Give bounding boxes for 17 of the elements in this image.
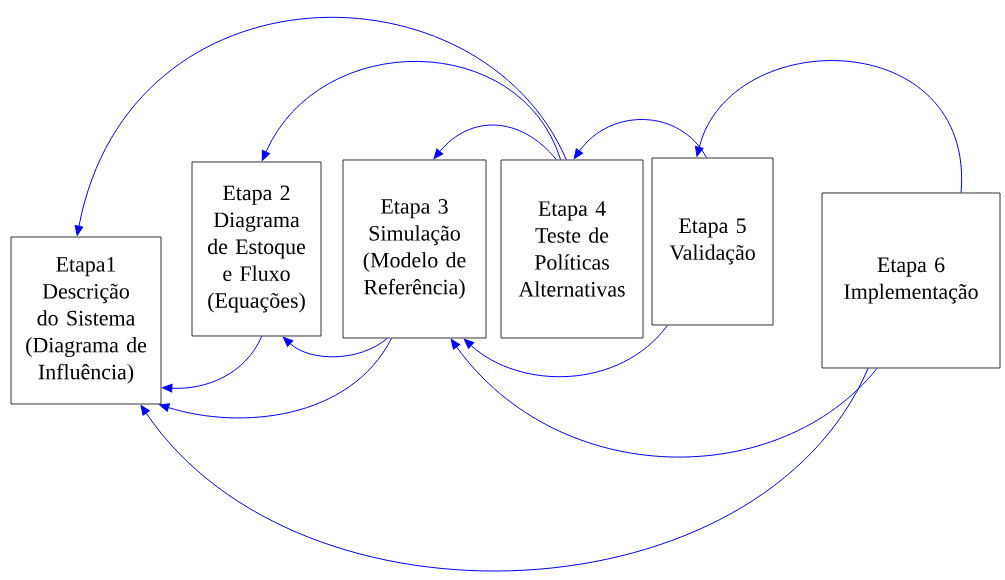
arrow [159, 337, 392, 419]
process-box: Etapa1 Descrição do Sistema (Diagrama de Influência) [10, 236, 162, 405]
arrow [74, 17, 567, 236]
arrow [463, 324, 668, 377]
process-box: Etapa 6 Implementação [821, 192, 1001, 369]
process-box: Etapa 2 Diagrama de Estoque e Fluxo (Equações) [191, 161, 322, 337]
arrow [261, 60, 562, 161]
arrow [450, 338, 878, 458]
arrow [140, 367, 869, 571]
process-box: Etapa 5 Validação [651, 157, 774, 326]
arrow [282, 336, 388, 358]
arrow [162, 335, 263, 393]
arrow [573, 119, 707, 159]
process-box: Etapa 3 Simulação (Modelo de Referência) [342, 159, 487, 339]
arrow [433, 124, 557, 161]
process-box: Etapa 4 Teste de Políticas Alternativas [500, 159, 644, 339]
arrow [694, 60, 962, 194]
